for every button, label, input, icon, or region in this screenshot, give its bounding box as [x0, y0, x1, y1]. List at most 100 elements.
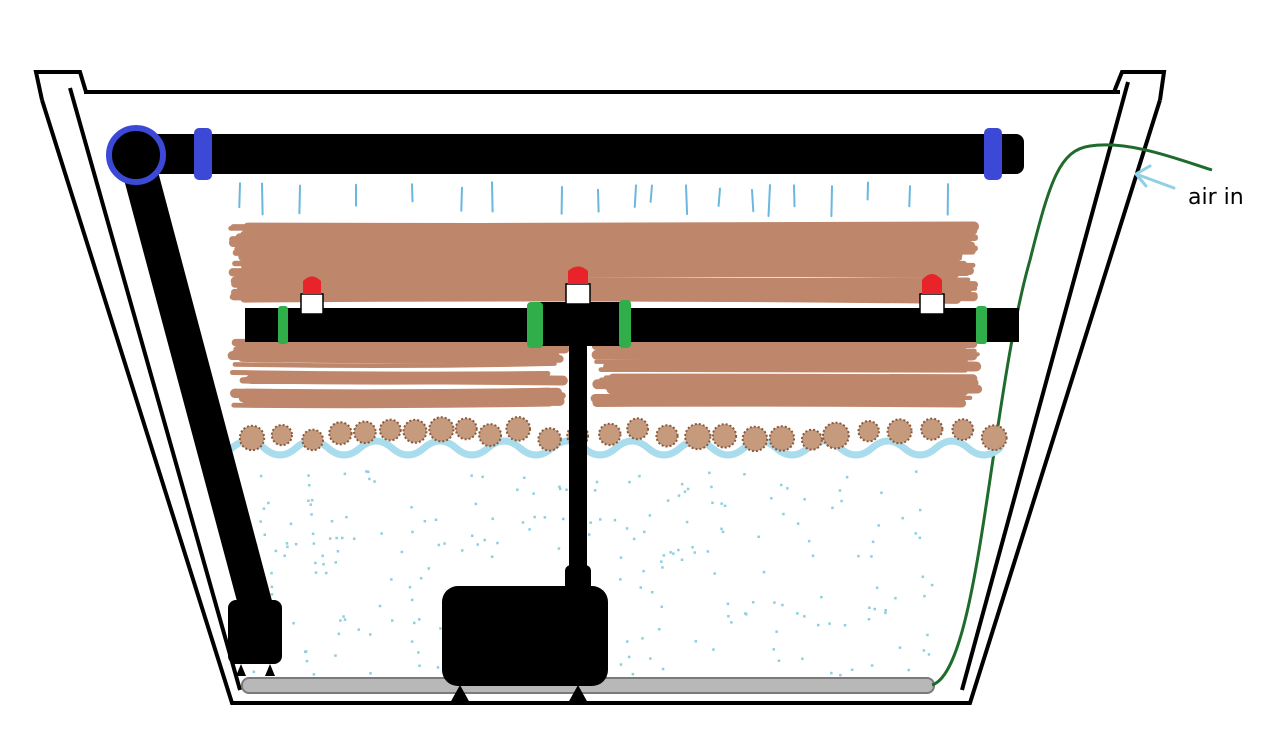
root-strand — [598, 367, 968, 373]
bubble — [638, 474, 641, 478]
bubble — [310, 513, 313, 516]
bubble — [558, 485, 561, 488]
bubble — [927, 653, 931, 656]
bubble — [662, 554, 666, 557]
bubble — [434, 518, 438, 521]
root-strand — [229, 237, 969, 247]
bubble — [490, 555, 494, 558]
bubble — [417, 651, 420, 654]
clay-pebble — [328, 421, 353, 446]
bubble — [471, 534, 474, 537]
bubble — [930, 583, 934, 587]
bubble — [796, 612, 799, 615]
bubble — [648, 514, 652, 517]
bubble — [720, 527, 723, 531]
bubble — [330, 520, 334, 523]
bubble — [775, 630, 778, 633]
return-pipe-segment — [122, 164, 275, 620]
spray-bar-band-right — [984, 128, 1002, 180]
bubble — [543, 516, 547, 519]
spray-drop — [460, 186, 463, 212]
root-strand — [233, 345, 567, 353]
bubble — [803, 498, 806, 501]
bubble — [828, 622, 831, 625]
bubble — [639, 586, 642, 589]
roots-lower — [227, 338, 983, 409]
clay-pebble — [626, 417, 649, 441]
bubble — [922, 649, 926, 652]
air-in-arrow — [1134, 164, 1176, 190]
bubble — [496, 541, 499, 545]
spray-bar — [106, 125, 1024, 185]
main-pump — [442, 565, 608, 703]
bubble — [270, 571, 273, 575]
root-strand — [590, 392, 966, 403]
bubble — [914, 532, 917, 535]
clay-pebble — [741, 425, 769, 453]
bubble — [613, 518, 617, 522]
clay-pebble — [920, 417, 944, 441]
sprinkler-1 — [300, 276, 324, 315]
pump-body — [442, 586, 608, 686]
bubble — [491, 517, 494, 520]
bubble — [516, 488, 519, 491]
bubble — [619, 556, 623, 559]
clay-pebble — [822, 421, 850, 450]
bubble — [820, 595, 823, 599]
bubble — [875, 586, 879, 589]
bubble — [322, 563, 325, 566]
tub-right-lip — [1112, 70, 1167, 101]
bubble — [410, 640, 414, 643]
bubble — [661, 667, 665, 671]
bubble — [923, 594, 926, 598]
bubble — [781, 603, 784, 607]
bubble — [711, 501, 714, 505]
bubble — [672, 552, 675, 555]
clay-pebble — [428, 416, 455, 443]
spray-drop — [491, 181, 494, 213]
clay-pebble — [886, 418, 913, 445]
root-strand — [230, 224, 963, 232]
bubble — [627, 655, 631, 659]
bubble — [286, 545, 289, 549]
bubble — [328, 537, 332, 540]
bubble — [918, 536, 922, 540]
bubble — [343, 618, 347, 621]
bubble — [926, 633, 929, 637]
sprinkler-2 — [565, 266, 591, 305]
bubble — [757, 535, 760, 539]
bubble — [683, 490, 687, 493]
bubble — [343, 472, 347, 476]
bubble — [919, 508, 922, 512]
bubble — [470, 474, 473, 477]
bubble — [274, 549, 278, 553]
bubble — [625, 527, 629, 530]
bubble — [840, 499, 843, 503]
air-in-label: air in — [1188, 185, 1244, 210]
bubble — [423, 520, 427, 523]
root-strand — [231, 338, 553, 348]
bubble — [786, 487, 789, 490]
root-strand — [246, 259, 960, 266]
root-strand — [245, 266, 972, 278]
bubble — [321, 554, 324, 558]
bubble — [680, 482, 684, 486]
bubble — [619, 663, 623, 666]
root-strand — [232, 361, 557, 368]
bubble — [871, 540, 875, 544]
bubble — [873, 607, 876, 611]
bubble — [870, 555, 873, 558]
clay-pebble — [238, 424, 266, 452]
clay-pebble — [684, 423, 712, 451]
bubble — [307, 474, 310, 477]
bubble — [850, 668, 854, 671]
clay-pebble — [301, 428, 325, 452]
connector-1 — [278, 306, 288, 344]
bubble — [365, 470, 368, 473]
clay-pebble — [768, 425, 796, 452]
bubble — [314, 561, 317, 565]
bubble — [311, 499, 314, 502]
bubble — [632, 537, 636, 541]
bubble — [880, 491, 883, 494]
spray-drop — [717, 187, 721, 207]
